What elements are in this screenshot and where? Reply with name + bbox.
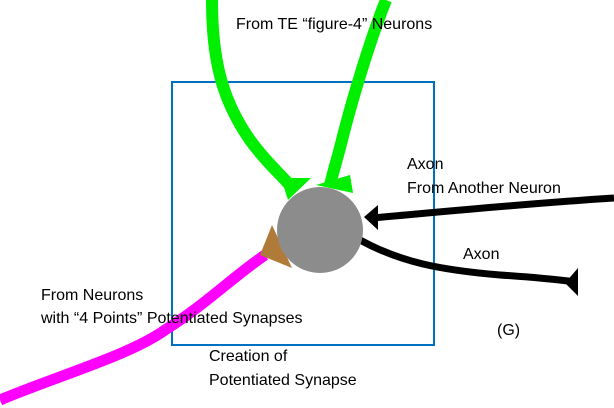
label-axon: Axon bbox=[463, 246, 500, 263]
axon-incoming-terminal bbox=[364, 205, 378, 230]
brown-synapse bbox=[260, 225, 292, 268]
green-synapse-left bbox=[281, 178, 311, 200]
label-from-neurons-line1: From Neurons bbox=[41, 287, 144, 304]
green-synapse-right bbox=[316, 175, 353, 193]
label-from-neurons-line2: with “4 Points” Potentiated Synapses bbox=[41, 310, 303, 327]
label-te-neurons: From TE “figure-4” Neurons bbox=[236, 16, 433, 33]
green-input-left bbox=[206, 0, 297, 192]
label-creation-line2: Potentiated Synapse bbox=[209, 372, 357, 389]
neuron-soma bbox=[277, 187, 363, 273]
green-input-right bbox=[324, 0, 392, 187]
axon-outgoing-terminal bbox=[565, 268, 578, 296]
label-creation-line1: Creation of bbox=[209, 348, 288, 365]
label-axon-from-another-line2: From Another Neuron bbox=[407, 180, 561, 197]
axon-outgoing bbox=[358, 236, 577, 286]
magenta-input bbox=[0, 250, 269, 406]
label-axon-from-another-line1: Axon bbox=[407, 156, 444, 173]
axon-incoming bbox=[371, 194, 614, 222]
panel-label: (G) bbox=[497, 322, 521, 339]
